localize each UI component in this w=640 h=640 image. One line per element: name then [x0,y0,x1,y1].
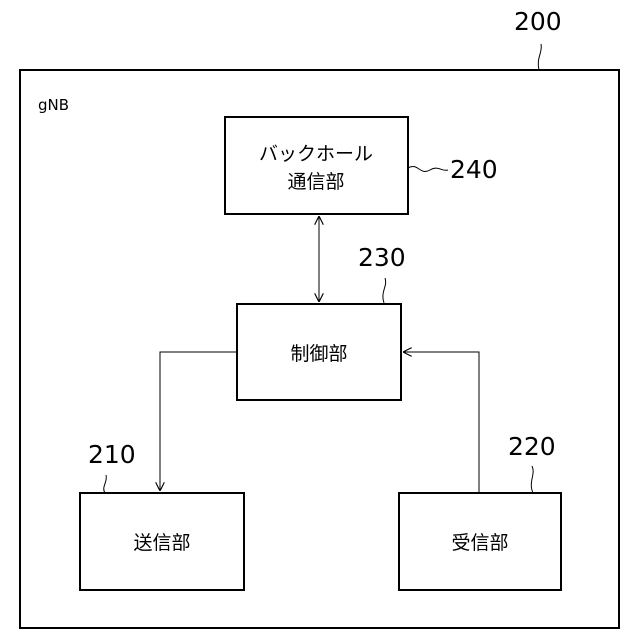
control-to-transmitter-arrow [160,352,237,491]
leader-230 [383,278,386,303]
ref-210: 210 [88,440,136,469]
gnb-label: gNB [38,96,69,114]
leader-200 [538,44,541,70]
ref-240: 240 [450,155,498,184]
backhaul-box [225,117,408,214]
leader-210 [104,475,107,493]
control-label: 制御部 [290,343,347,365]
transmitter-label: 送信部 [133,532,190,554]
backhaul-label-line2: 通信部 [287,171,344,193]
leader-220 [531,466,533,493]
leader-240 [408,166,448,171]
ref-220: 220 [508,432,556,461]
backhaul-label-line1: バックホール [259,143,373,165]
ref-200: 200 [514,7,562,36]
receiver-label: 受信部 [451,532,508,554]
receiver-to-control-arrow [403,352,479,493]
ref-230: 230 [358,243,406,272]
